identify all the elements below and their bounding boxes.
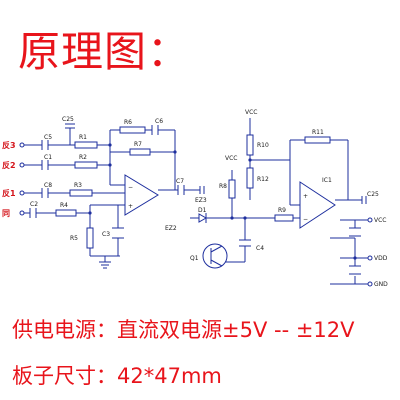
svg-text:GND: GND: [374, 281, 388, 288]
svg-text:VCC: VCC: [374, 217, 386, 224]
svg-text:R9: R9: [278, 207, 286, 214]
input-label-inv1: 反1: [2, 188, 16, 198]
labels-left: C25 C5 C1 C8 C2 R1 R2 R3 R4 R6 C6 R7 R5 …: [30, 116, 184, 242]
junction-dots: [88, 143, 357, 260]
power-supply-text: 供电电源：直流双电源±5V -- ±12V: [12, 318, 355, 342]
svg-text:R5: R5: [70, 235, 78, 242]
rail-terminals: [367, 217, 373, 287]
svg-text:R6: R6: [124, 119, 132, 126]
resistors-right: [228, 134, 331, 222]
svg-text:C5: C5: [44, 134, 52, 141]
svg-text:C8: C8: [44, 182, 52, 189]
capacitors-right: [199, 186, 367, 275]
svg-text:Q1: Q1: [190, 255, 199, 262]
input-terminals: [19, 142, 25, 216]
svg-text:EZ2: EZ2: [165, 225, 177, 232]
svg-text:+: +: [128, 203, 133, 210]
svg-text:VDD: VDD: [374, 255, 388, 262]
svg-text:VCC: VCC: [245, 109, 257, 116]
svg-text:−: −: [303, 216, 308, 223]
svg-text:C2: C2: [30, 201, 38, 208]
svg-text:C25: C25: [367, 191, 379, 198]
page-title: 原理图：: [18, 27, 191, 76]
svg-text:−: −: [128, 184, 133, 191]
right-wiring: [190, 118, 370, 285]
svg-text:+: +: [303, 193, 308, 200]
svg-text:C7: C7: [176, 178, 184, 185]
transistor-q1: [202, 243, 228, 269]
svg-text:C6: C6: [155, 118, 163, 125]
input-label-noninv: 同: [2, 209, 10, 218]
svg-text:R2: R2: [79, 154, 87, 161]
ground-symbol-left: [99, 261, 111, 269]
input-label-inv3: 反3: [2, 140, 16, 150]
svg-text:C25: C25: [62, 116, 74, 123]
svg-text:C3: C3: [102, 231, 110, 238]
svg-text:R10: R10: [257, 142, 269, 149]
svg-text:R3: R3: [74, 182, 82, 189]
capacitors-left: [29, 123, 185, 239]
svg-text:R7: R7: [134, 141, 142, 148]
svg-text:R1: R1: [79, 134, 87, 141]
diode-d1: [198, 213, 208, 223]
input-label-inv2: 反2: [2, 160, 16, 170]
svg-text:VCC: VCC: [225, 155, 237, 162]
svg-text:C4: C4: [256, 245, 264, 252]
labels-right: VCC VCC R8 R10 R12 R11 R9 EZ3 D1 EZ2 C4 …: [165, 109, 388, 288]
svg-text:R8: R8: [219, 183, 227, 190]
svg-text:R11: R11: [312, 129, 324, 136]
svg-text:IC1: IC1: [322, 177, 332, 184]
svg-text:C1: C1: [44, 154, 52, 161]
svg-text:EZ3: EZ3: [195, 197, 207, 204]
opamp-2: + −: [299, 181, 336, 229]
svg-text:R12: R12: [257, 176, 269, 183]
svg-text:D1: D1: [198, 207, 207, 214]
board-size-text: 板子尺寸：42*47mm: [12, 364, 222, 388]
resistors-left: [55, 126, 151, 249]
input-wiring: [24, 128, 192, 262]
opamp-1: − +: [124, 174, 159, 216]
svg-text:R4: R4: [60, 202, 68, 209]
